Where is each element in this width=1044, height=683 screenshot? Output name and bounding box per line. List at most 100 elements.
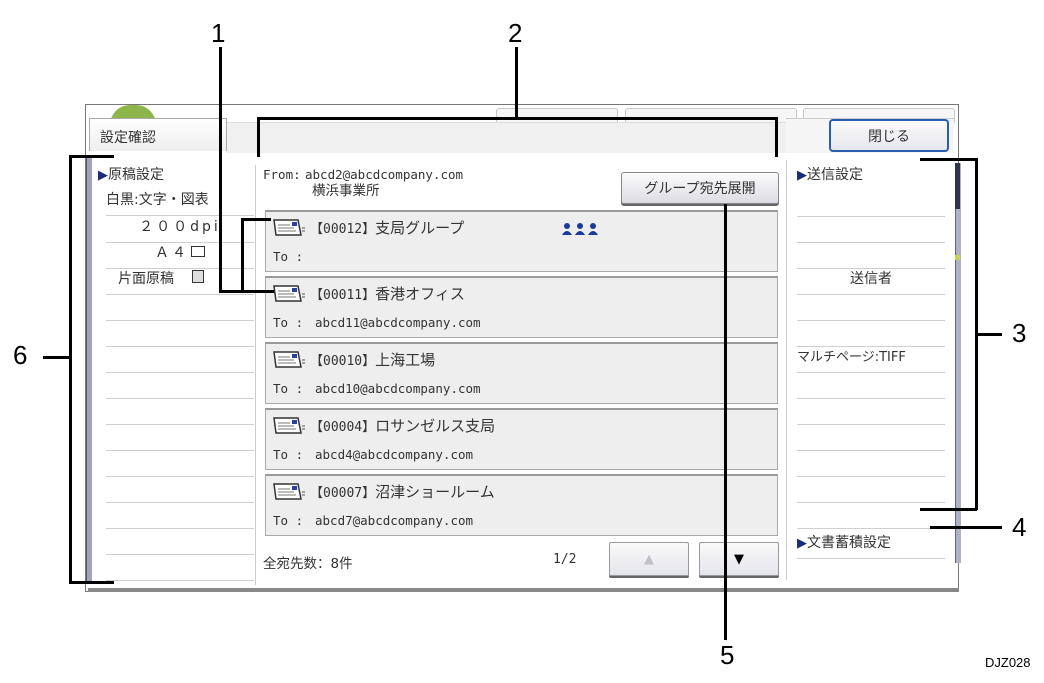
single-sided-icon bbox=[192, 270, 205, 283]
group-icon bbox=[562, 223, 598, 235]
divider bbox=[255, 165, 256, 585]
send-settings-heading[interactable]: ▶送信設定 bbox=[797, 164, 945, 190]
document-storage-heading[interactable]: ▶文書蓄積設定 bbox=[797, 532, 945, 559]
leader-line-3 bbox=[920, 158, 977, 161]
callout-2: 2 bbox=[508, 18, 523, 48]
right-row bbox=[797, 216, 945, 243]
destination-name: 【00004】ロサンゼルス支局 bbox=[310, 417, 496, 435]
right-row bbox=[797, 450, 945, 477]
original-type: 片面原稿 bbox=[118, 271, 174, 287]
left-row: 片面原稿 bbox=[106, 268, 254, 295]
right-row: 送信者 bbox=[797, 268, 945, 295]
page-title: 設定確認 bbox=[100, 130, 156, 146]
callout-5: 5 bbox=[720, 640, 735, 670]
envelope-icon bbox=[273, 417, 305, 434]
destination-item[interactable]: 【00004】ロサンゼルス支局 To :abcd4@abcdcompany.co… bbox=[265, 408, 778, 470]
heading-label: 原稿設定 bbox=[108, 167, 164, 183]
leader-line-1 bbox=[219, 47, 222, 292]
destination-address: To :abcd10@abcdcompany.com bbox=[273, 381, 481, 396]
leader-line-5 bbox=[724, 204, 727, 640]
left-row bbox=[106, 450, 254, 477]
right-row bbox=[797, 190, 945, 217]
destination-item[interactable]: 【00007】沼津ショールーム To :abcd7@abcdcompany.co… bbox=[265, 474, 778, 536]
right-panel-scrollbar[interactable] bbox=[955, 163, 961, 563]
leader-line-2 bbox=[257, 117, 778, 120]
triangle-icon: ▶ bbox=[797, 536, 807, 551]
right-row bbox=[797, 242, 945, 269]
envelope-icon bbox=[273, 351, 305, 368]
destination-address: To : bbox=[273, 249, 304, 264]
page-indicator: 1/2 bbox=[553, 552, 577, 567]
envelope-icon bbox=[273, 219, 305, 236]
leader-line-6 bbox=[69, 155, 72, 583]
leader-line-6 bbox=[69, 581, 114, 584]
destination-address: To :abcd7@abcdcompany.com bbox=[273, 513, 474, 528]
destination-address: To :abcd4@abcdcompany.com bbox=[273, 447, 474, 462]
original-settings-heading[interactable]: ▶原稿設定 bbox=[98, 164, 246, 190]
right-row bbox=[797, 398, 945, 425]
next-page-button[interactable]: ▼ bbox=[699, 542, 779, 576]
callout-1: 1 bbox=[211, 18, 226, 48]
from-address: abcd2@abcdcompany.com bbox=[305, 167, 464, 182]
scrollbar-marker bbox=[955, 255, 960, 260]
left-row bbox=[106, 554, 254, 581]
left-row: Ａ４ bbox=[106, 242, 254, 269]
left-row bbox=[106, 398, 254, 425]
left-row: ２００dpi bbox=[106, 216, 254, 243]
paper-size: Ａ４ bbox=[155, 245, 189, 261]
destination-item[interactable]: 【00012】支局グループ To : bbox=[265, 210, 778, 272]
leader-line-2 bbox=[775, 117, 778, 157]
left-row bbox=[106, 476, 254, 503]
heading-label: 送信設定 bbox=[807, 167, 863, 183]
leader-line-1 bbox=[219, 290, 274, 293]
destination-item[interactable]: 【00011】香港オフィス To :abcd11@abcdcompany.com bbox=[265, 276, 778, 338]
triangle-icon: ▶ bbox=[797, 168, 807, 183]
divider bbox=[786, 160, 787, 580]
leader-line-3 bbox=[920, 508, 977, 511]
envelope-icon bbox=[273, 285, 305, 302]
from-name: 横浜事業所 bbox=[312, 183, 380, 199]
left-row bbox=[106, 372, 254, 399]
scrollbar-thumb[interactable] bbox=[955, 163, 960, 209]
previous-page-button[interactable]: ▲ bbox=[609, 542, 689, 576]
right-row bbox=[797, 476, 945, 503]
paper-orientation-icon bbox=[191, 246, 205, 257]
envelope-icon bbox=[273, 483, 305, 500]
right-row bbox=[797, 320, 945, 347]
leader-line-6 bbox=[43, 356, 70, 359]
close-button[interactable]: 閉じる bbox=[829, 119, 949, 152]
callout-6: 6 bbox=[13, 340, 28, 370]
callout-3: 3 bbox=[1012, 318, 1027, 348]
sender-info: From: abcd2@abcdcompany.com 横浜事業所 bbox=[263, 167, 463, 199]
heading-label: 文書蓄積設定 bbox=[807, 535, 891, 551]
left-row bbox=[106, 424, 254, 451]
right-row bbox=[797, 372, 945, 399]
right-row: マルチページ:TIFF bbox=[797, 346, 945, 373]
from-label: From: bbox=[263, 167, 301, 182]
leader-line-1 bbox=[241, 218, 271, 221]
leader-line-1 bbox=[241, 218, 244, 290]
callout-4: 4 bbox=[1012, 512, 1027, 542]
leader-line-4 bbox=[930, 526, 1002, 529]
leader-line-3 bbox=[975, 333, 1002, 336]
left-row bbox=[106, 346, 254, 373]
destination-list: 【00012】支局グループ To : 【00011】香港オフィス To :abc… bbox=[265, 210, 778, 540]
destination-name: 【00011】香港オフィス bbox=[310, 285, 465, 303]
title-bar bbox=[226, 122, 786, 153]
screen-shadow bbox=[88, 588, 959, 592]
triangle-icon: ▶ bbox=[98, 168, 108, 183]
right-row bbox=[797, 502, 945, 529]
right-row bbox=[797, 424, 945, 451]
left-row bbox=[106, 320, 254, 347]
destination-item[interactable]: 【00010】上海工場 To :abcd10@abcdcompany.com bbox=[265, 342, 778, 404]
left-panel-scrollbar[interactable] bbox=[86, 158, 92, 584]
leader-line-6 bbox=[69, 155, 114, 158]
left-row bbox=[106, 528, 254, 555]
destination-name: 【00007】沼津ショールーム bbox=[310, 483, 495, 501]
destination-name: 【00012】支局グループ bbox=[310, 219, 465, 237]
expand-group-button[interactable]: グループ宛先展開 bbox=[621, 172, 779, 204]
left-row bbox=[106, 502, 254, 529]
background-tab bbox=[625, 108, 797, 123]
destination-name: 【00010】上海工場 bbox=[310, 351, 436, 369]
total-destinations: 全宛先数：8件 bbox=[263, 556, 353, 572]
